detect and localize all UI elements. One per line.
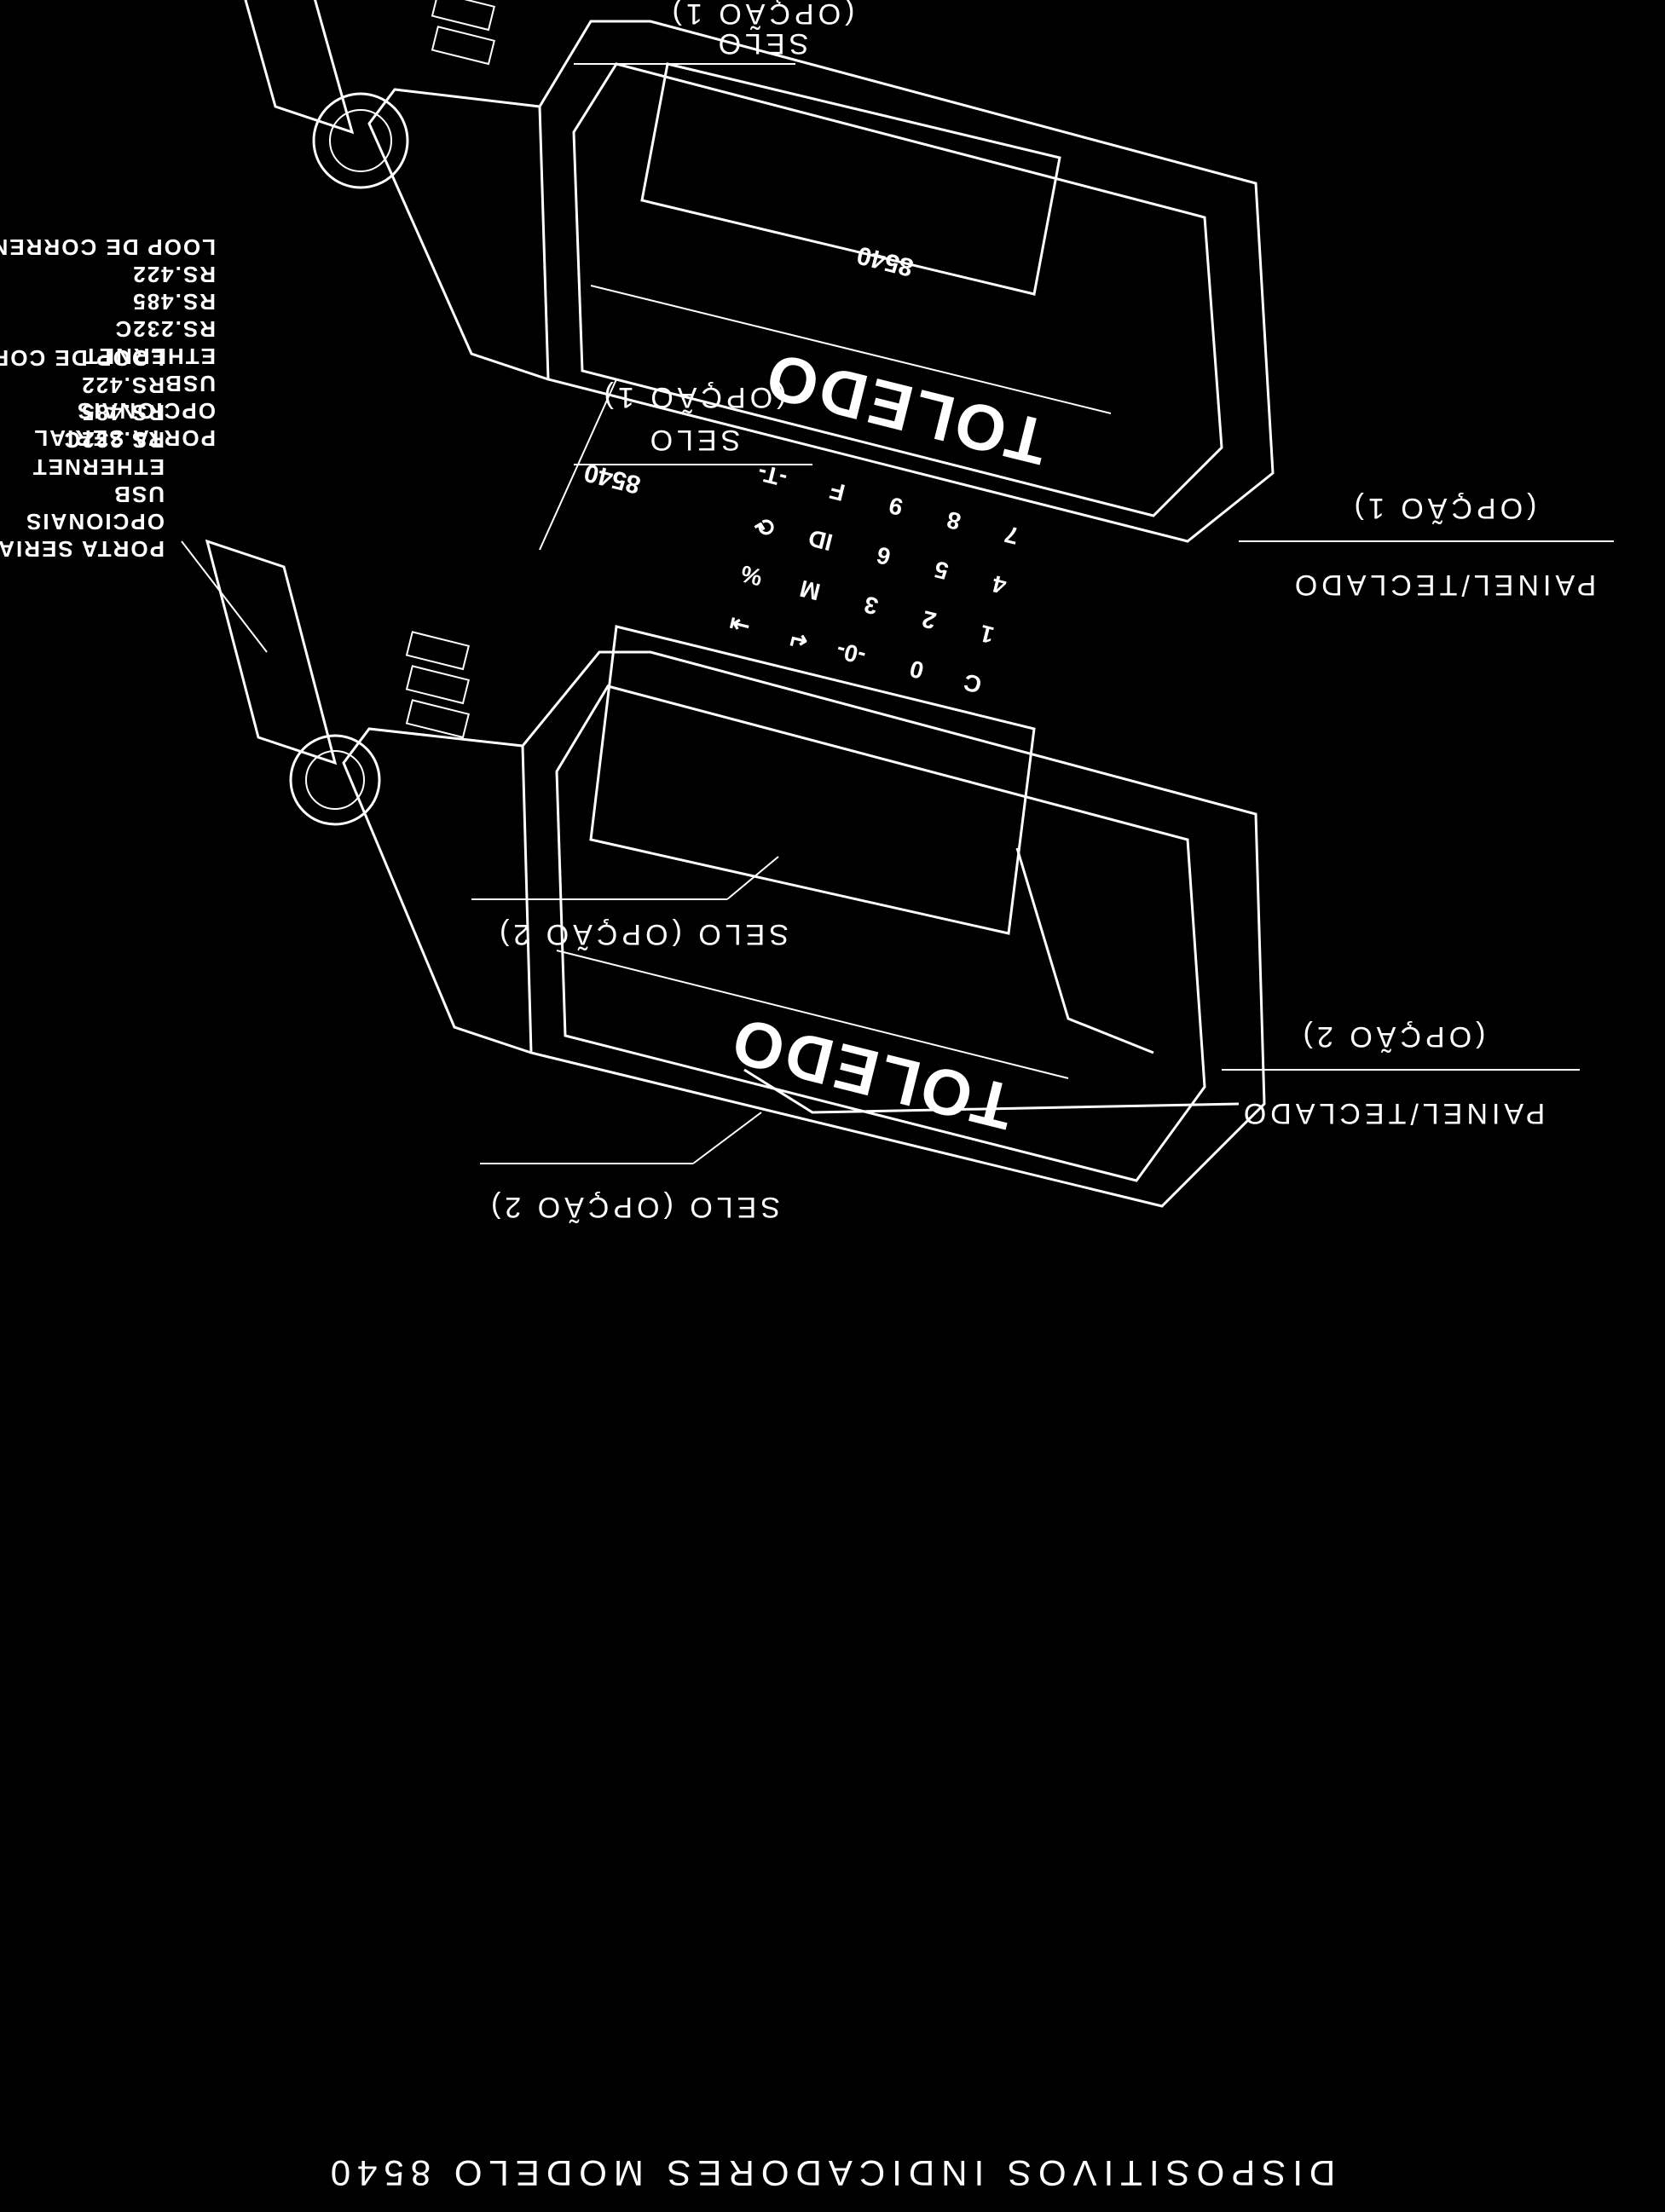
serial-item: RS.485 (131, 289, 216, 315)
key-3: 3 (862, 591, 882, 620)
keypad: C 0 -0- ↵ ⇥ 1 2 3 M % (726, 459, 1021, 699)
key-7: 7 (1002, 521, 1021, 550)
panel-title: PAINEL/TECLADO (1291, 569, 1596, 601)
model-number: 8540 (854, 240, 916, 281)
serial-item: LOOP DE CORRENTE (0, 234, 216, 260)
key-m: M (797, 575, 823, 606)
serial-port-box (244, 0, 355, 135)
keypad-row: 4 5 6 ID ⟳ (751, 511, 1009, 599)
key-2: 2 (919, 605, 939, 634)
side-bracket (342, 727, 532, 1054)
seal-top-title: SELO (714, 27, 809, 60)
serial-item: RS.422 (80, 373, 165, 398)
serial-leader (181, 540, 268, 653)
serial-item: RS.485 (80, 400, 165, 425)
knob-icon (289, 734, 381, 826)
indicator-view-option-1: TOLEDO (244, 0, 1614, 900)
indicator-lamp (431, 26, 495, 66)
housing-edge (743, 1068, 1240, 1114)
serial-port-list: PORTA SERIAL OPCIONAIS USB ETHERNET RS.2… (0, 234, 216, 451)
indicator-lamp (405, 699, 470, 739)
serial-item: RS.422 (131, 262, 216, 287)
keypad-grid: C 0 -0- ↵ ⇥ 1 2 3 M % (726, 459, 1021, 699)
key-enter: ↵ (784, 625, 810, 656)
keypad-row: C 0 -0- ↵ ⇥ (726, 610, 984, 698)
knob-inner-icon (329, 109, 392, 172)
brand-logo: TOLEDO (756, 338, 1055, 478)
key-6: 6 (874, 541, 893, 570)
serial-item: ETHERNET (83, 344, 216, 369)
seal-bottom-label: SELO (OPÇÃO 2) (487, 1191, 780, 1223)
serial-item: ETHERNET (32, 454, 165, 480)
logo-bar (590, 285, 1112, 414)
serial-port-list: PORTA SERIAL OPCIONAIS USB ETHERNET RS.2… (0, 345, 165, 562)
seal-top-option: (OPÇÃO 1) (600, 381, 787, 413)
drawing-caption: DISPOSITIVOS INDICADORES MODELO 8540 (324, 2153, 1336, 2193)
key-9: 9 (887, 492, 906, 521)
key-tab: ⇥ (726, 610, 752, 641)
serial-item: USB (113, 482, 165, 507)
housing-outline (521, 650, 1266, 1208)
indicator-view-option-1-labels: SELO (OPÇÃO 2) PAINEL/TECLADO (OPÇÃO 1) … (0, 0, 1596, 950)
display-window (589, 625, 1036, 935)
panel-title: PAINEL/TECLADO (1240, 1097, 1545, 1129)
keypad-row: 1 2 3 M % (738, 560, 997, 649)
indicator-lamp (431, 0, 495, 32)
indicator-lamp (405, 665, 470, 705)
logo-bar (556, 950, 1069, 1079)
knob-icon (312, 92, 409, 189)
key-c: C (961, 668, 984, 698)
knob-inner-icon (305, 750, 365, 810)
serial-item: USB (164, 371, 216, 396)
brand-logo: TOLEDO (722, 1002, 1020, 1143)
seal-bottom-leader (726, 856, 779, 900)
seal-bottom-leader (692, 1112, 762, 1164)
keypad-row: 7 8 9 F -T- (755, 459, 1021, 550)
bezel-outline (555, 684, 1206, 1182)
key-percent: % (738, 560, 766, 591)
key-1: 1 (977, 620, 997, 649)
serial-item: RS.232C (63, 427, 165, 453)
serial-port-box (205, 539, 338, 765)
indicator-view-option-2: TOLEDO 8540 C 0 -0- ↵ (0, 345, 1580, 1223)
panel-option: (OPÇÃO 2) (1299, 1020, 1486, 1053)
key-5: 5 (932, 556, 951, 585)
serial-item: PORTA SERIAL (32, 425, 216, 451)
serial-item: LOOP DE CORRENTE (0, 345, 165, 371)
key-f: F (827, 477, 847, 506)
housing-outline (538, 20, 1275, 543)
key-4: 4 (989, 570, 1009, 599)
key-id: ID (806, 524, 835, 556)
serial-item: OPCIONAIS (25, 509, 165, 534)
indicator-lamp (405, 631, 470, 671)
side-bracket (367, 88, 549, 381)
display-window (640, 62, 1061, 296)
rear-column (1015, 847, 1154, 1054)
serial-item: OPCIONAIS (76, 398, 216, 424)
panel-option: (OPÇÃO 1) (1350, 492, 1537, 524)
key-zero: -0- (834, 637, 869, 669)
key-0: 0 (907, 655, 927, 684)
serial-item: RS.232C (114, 316, 217, 342)
key-cycle: ⟳ (751, 511, 778, 541)
key-8: 8 (944, 506, 963, 535)
seal-top-title: SELO (646, 424, 741, 456)
seal-top-option: (OPÇÃO 1) (668, 0, 855, 30)
seal-bottom-label: SELO (OPÇÃO 2) (495, 918, 789, 950)
serial-item: PORTA SERIAL (0, 536, 165, 562)
